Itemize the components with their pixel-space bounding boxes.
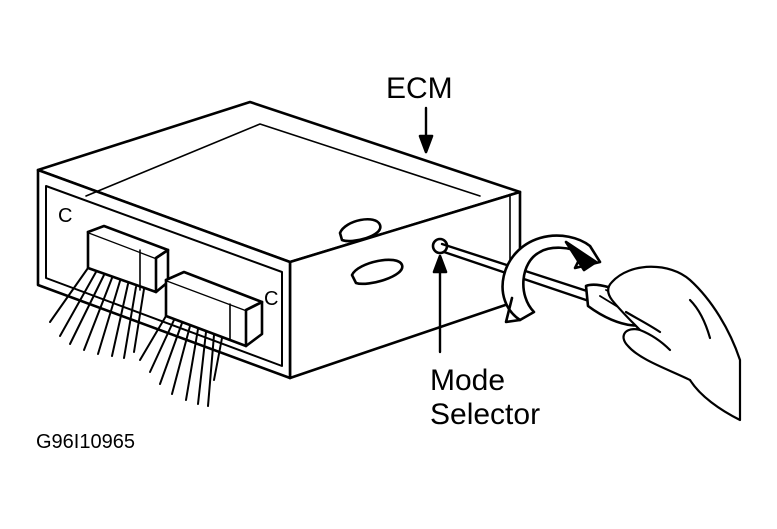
rotation-arrow bbox=[501, 234, 602, 324]
wires-left bbox=[49, 267, 145, 359]
connector-left bbox=[86, 224, 170, 294]
hand bbox=[607, 265, 742, 422]
connector-mark-right: C bbox=[264, 288, 279, 310]
mode-selector-pointer-arrow bbox=[432, 254, 448, 354]
side-slot-upper bbox=[338, 217, 382, 243]
ecm-label: ECM bbox=[386, 72, 453, 105]
selector-label: Selector bbox=[430, 398, 541, 431]
connector-right bbox=[164, 270, 264, 348]
figure-id-label: G96I10965 bbox=[36, 431, 135, 453]
wires-right bbox=[139, 315, 223, 407]
connector-mark-left: C bbox=[58, 205, 73, 227]
side-slot-lower bbox=[350, 258, 404, 286]
ecm-pointer-arrow bbox=[418, 106, 434, 154]
mode-label: Mode bbox=[430, 364, 506, 397]
